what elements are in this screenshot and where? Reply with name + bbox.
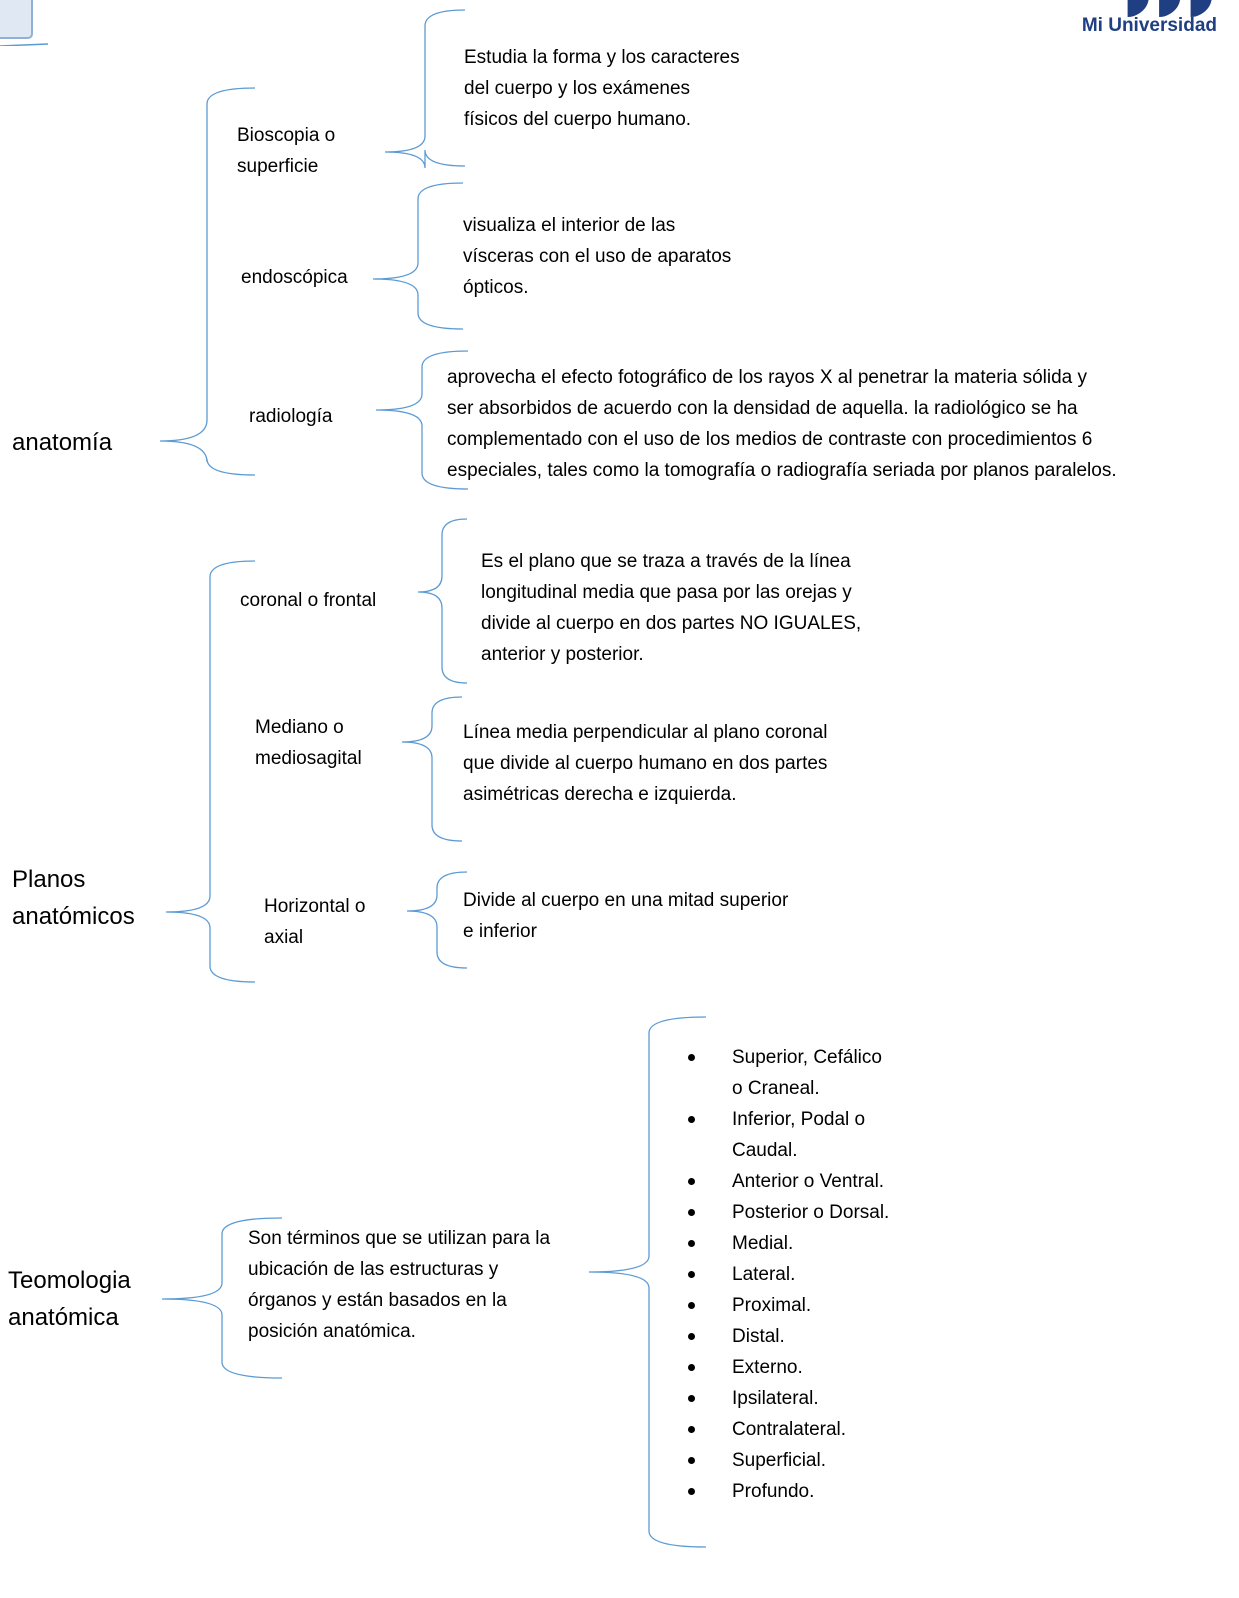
university-logo: ◗◗◗ Mi Universidad xyxy=(1027,0,1217,46)
brace-bioscopia xyxy=(384,9,466,169)
label-radiologia: radiología xyxy=(249,406,333,427)
label-endoscopica: endoscópica xyxy=(241,267,348,288)
list-item: Ipsilateral. xyxy=(688,1383,889,1414)
terms-list: Superior, Cefálico o Craneal. Inferior, … xyxy=(688,1042,889,1507)
logo-mark-icon: ◗◗◗ xyxy=(1122,0,1217,22)
list-item: Superior, Cefálico o Craneal. xyxy=(688,1042,889,1104)
list-item: Superficial. xyxy=(688,1445,889,1476)
section-title-planos: Planos anatómicos xyxy=(12,866,135,930)
section-title-anatomia: anatomía xyxy=(12,429,113,456)
description-horizontal: Divide al cuerpo en una mitad superior e… xyxy=(463,890,789,942)
section-title-terminologia: Teomologia anatómica xyxy=(8,1267,131,1331)
label-coronal: coronal o frontal xyxy=(240,590,377,611)
corner-logo-graphic xyxy=(0,0,50,46)
label-mediano: Mediano o mediosagital xyxy=(255,717,362,769)
description-terminologia: Son términos que se utilizan para la ubi… xyxy=(248,1228,551,1342)
description-mediano: Línea media perpendicular al plano coron… xyxy=(463,722,828,805)
brace-coronal xyxy=(417,518,468,684)
list-item: Posterior o Dorsal. xyxy=(688,1197,889,1228)
list-item: Medial. xyxy=(688,1228,889,1259)
brace-radiologia xyxy=(375,350,469,490)
label-bioscopia: Bioscopia o superficie xyxy=(237,125,336,177)
brace-terms xyxy=(588,1016,707,1548)
brand-name: Mi Universidad xyxy=(1081,15,1217,36)
brace-anatomia xyxy=(159,87,256,476)
description-endoscopica: visualiza el interior de las vísceras co… xyxy=(463,215,732,298)
brace-endoscopica xyxy=(372,182,464,330)
brace-mediano xyxy=(401,696,463,842)
description-coronal: Es el plano que se traza a través de la … xyxy=(481,551,862,665)
corner-frame-icon xyxy=(0,0,49,46)
list-item: Proximal. xyxy=(688,1290,889,1321)
list-item: Contralateral. xyxy=(688,1414,889,1445)
list-item: Inferior, Podal o Caudal. xyxy=(688,1104,889,1166)
brace-planos xyxy=(165,560,256,983)
list-item: Profundo. xyxy=(688,1476,889,1507)
label-horizontal: Horizontal o axial xyxy=(264,896,366,948)
brace-horizontal xyxy=(406,871,468,969)
brace-terminologia xyxy=(161,1217,283,1379)
list-item: Externo. xyxy=(688,1352,889,1383)
description-radiologia: aprovecha el efecto fotográfico de los r… xyxy=(447,367,1117,481)
list-item: Lateral. xyxy=(688,1259,889,1290)
list-item: Distal. xyxy=(688,1321,889,1352)
description-bioscopia: Estudia la forma y los caracteres del cu… xyxy=(464,47,740,130)
list-item: Anterior o Ventral. xyxy=(688,1166,889,1197)
